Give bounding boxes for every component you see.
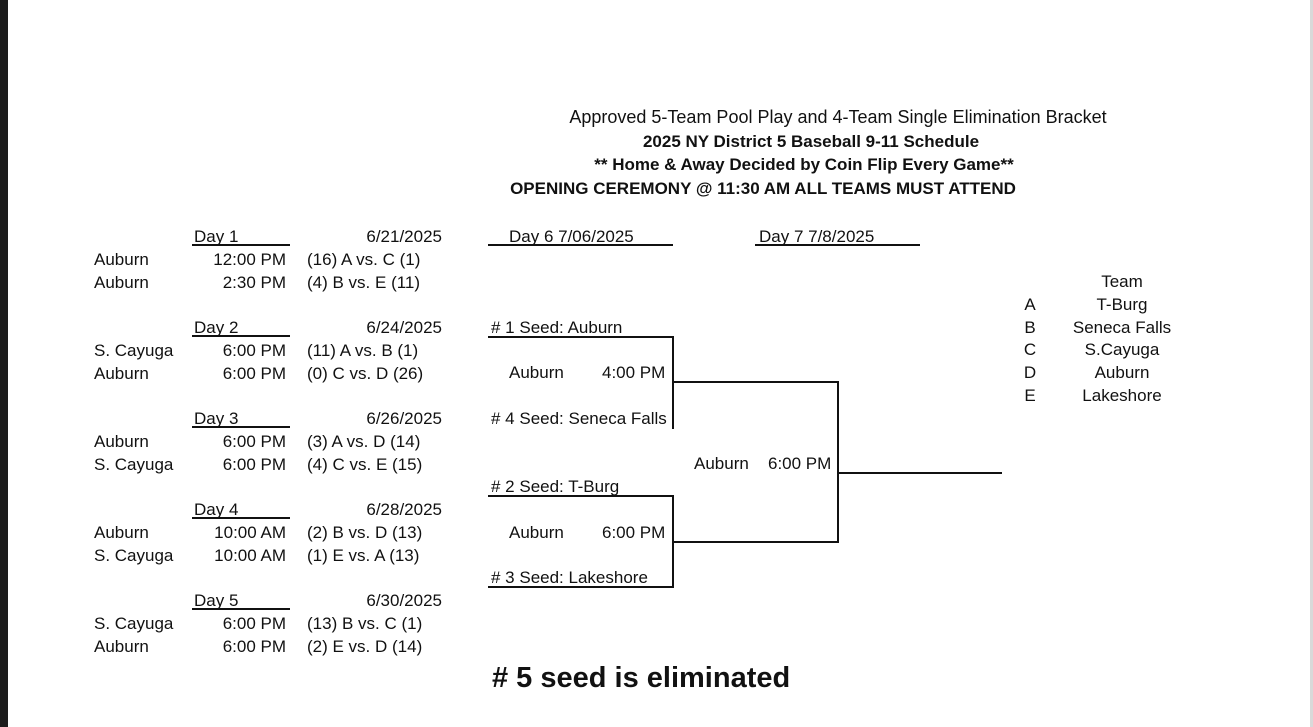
game-time: 6:00 PM [222, 637, 286, 656]
game-time: 6:00 PM [222, 614, 286, 633]
day-label: Day 3 [194, 409, 239, 428]
coin-flip-note: ** Home & Away Decided by Coin Flip Ever… [594, 155, 1014, 174]
game-matchup: (1) E vs. A (13) [307, 546, 420, 565]
game-time: 12:00 PM [213, 250, 286, 269]
team-name: Auburn [1094, 363, 1150, 383]
seed2-line [488, 495, 674, 497]
schedule-subtitle: 2025 NY District 5 Baseball 9-11 Schedul… [642, 132, 980, 151]
game-site: Auburn [94, 523, 149, 542]
team-name: T-Burg [1096, 295, 1148, 314]
team-letter: C [1023, 340, 1037, 360]
window-edge-right [1310, 0, 1313, 727]
team-letter: A [1024, 295, 1036, 314]
day-label: Day 1 [194, 227, 239, 246]
day6-label: Day 6 7/06/2025 [509, 227, 634, 246]
seed3-line [488, 586, 674, 588]
team-legend-header: Team [1101, 272, 1143, 291]
game-matchup: (16) A vs. C (1) [307, 250, 421, 269]
day-date: 6/26/2025 [366, 409, 442, 428]
schedule-title: Approved 5-Team Pool Play and 4-Team Sin… [569, 107, 1107, 127]
day-label: Day 2 [194, 318, 239, 337]
game-matchup: (11) A vs. B (1) [307, 341, 419, 360]
day-label-underline [192, 608, 290, 610]
day-label-underline [192, 426, 290, 428]
final-site: Auburn [694, 454, 749, 473]
day7-underline [755, 244, 920, 246]
window-edge-left [0, 0, 8, 727]
game-matchup: (0) C vs. D (26) [307, 364, 424, 383]
seed3-label: # 3 Seed: Lakeshore [491, 568, 648, 587]
final-time: 6:00 PM [768, 454, 832, 473]
game-site: Auburn [94, 364, 149, 383]
game-matchup: (13) B vs. C (1) [307, 614, 423, 633]
game-site: Auburn [94, 273, 149, 292]
game-matchup: (3) A vs. D (14) [307, 432, 421, 451]
game-matchup: (4) C vs. E (15) [307, 455, 423, 474]
day6-underline [488, 244, 673, 246]
day-label: Day 5 [194, 591, 239, 610]
game-time: 10:00 AM [214, 523, 286, 542]
team-name: Lakeshore [1082, 385, 1162, 405]
team-name: S.Cayuga [1084, 340, 1160, 360]
elimination-note: # 5 seed is eliminated [492, 662, 791, 694]
day-date: 6/24/2025 [366, 318, 442, 337]
game-time: 6:00 PM [222, 455, 286, 474]
semi1-time: 4:00 PM [602, 363, 666, 382]
day-label-underline [192, 517, 290, 519]
champion-line [837, 472, 1002, 474]
seed1-label: # 1 Seed: Auburn [491, 318, 623, 337]
game-site: Auburn [94, 637, 149, 656]
semi1-winner-line [672, 381, 839, 383]
game-site: S. Cayuga [94, 341, 174, 360]
game-time: 6:00 PM [222, 341, 286, 360]
team-letter: E [1024, 385, 1036, 405]
game-site: S. Cayuga [94, 614, 174, 633]
game-time: 6:00 PM [222, 364, 286, 383]
game-site: S. Cayuga [94, 455, 174, 474]
team-name: Seneca Falls [1072, 317, 1172, 337]
game-site: S. Cayuga [94, 546, 174, 565]
semi2-winner-line [672, 541, 839, 543]
game-time: 6:00 PM [222, 432, 286, 451]
game-matchup: (2) B vs. D (13) [307, 523, 423, 542]
day-date: 6/30/2025 [366, 591, 442, 610]
game-matchup: (4) B vs. E (11) [307, 273, 421, 292]
semi2-site: Auburn [509, 523, 564, 542]
game-time: 2:30 PM [222, 273, 286, 292]
day7-label: Day 7 7/8/2025 [759, 227, 875, 246]
semi1-site: Auburn [509, 363, 564, 382]
team-letter: B [1024, 317, 1036, 337]
opening-ceremony-note: OPENING CEREMONY @ 11:30 AM ALL TEAMS MU… [510, 179, 1016, 198]
seed1-line [488, 336, 674, 338]
day-label-underline [192, 244, 290, 246]
day-date: 6/21/2025 [366, 227, 442, 246]
team-letter: D [1023, 363, 1037, 383]
seed2-label: # 2 Seed: T-Burg [491, 477, 620, 496]
day-date: 6/28/2025 [366, 500, 442, 519]
seed4-label: # 4 Seed: Seneca Falls [491, 409, 667, 428]
game-matchup: (2) E vs. D (14) [307, 637, 423, 656]
game-site: Auburn [94, 250, 149, 269]
day-label-underline [192, 335, 290, 337]
day-label: Day 4 [194, 500, 239, 519]
semi2-time: 6:00 PM [602, 523, 666, 542]
game-site: Auburn [94, 432, 149, 451]
final-connector [837, 381, 839, 543]
game-time: 10:00 AM [214, 546, 286, 565]
